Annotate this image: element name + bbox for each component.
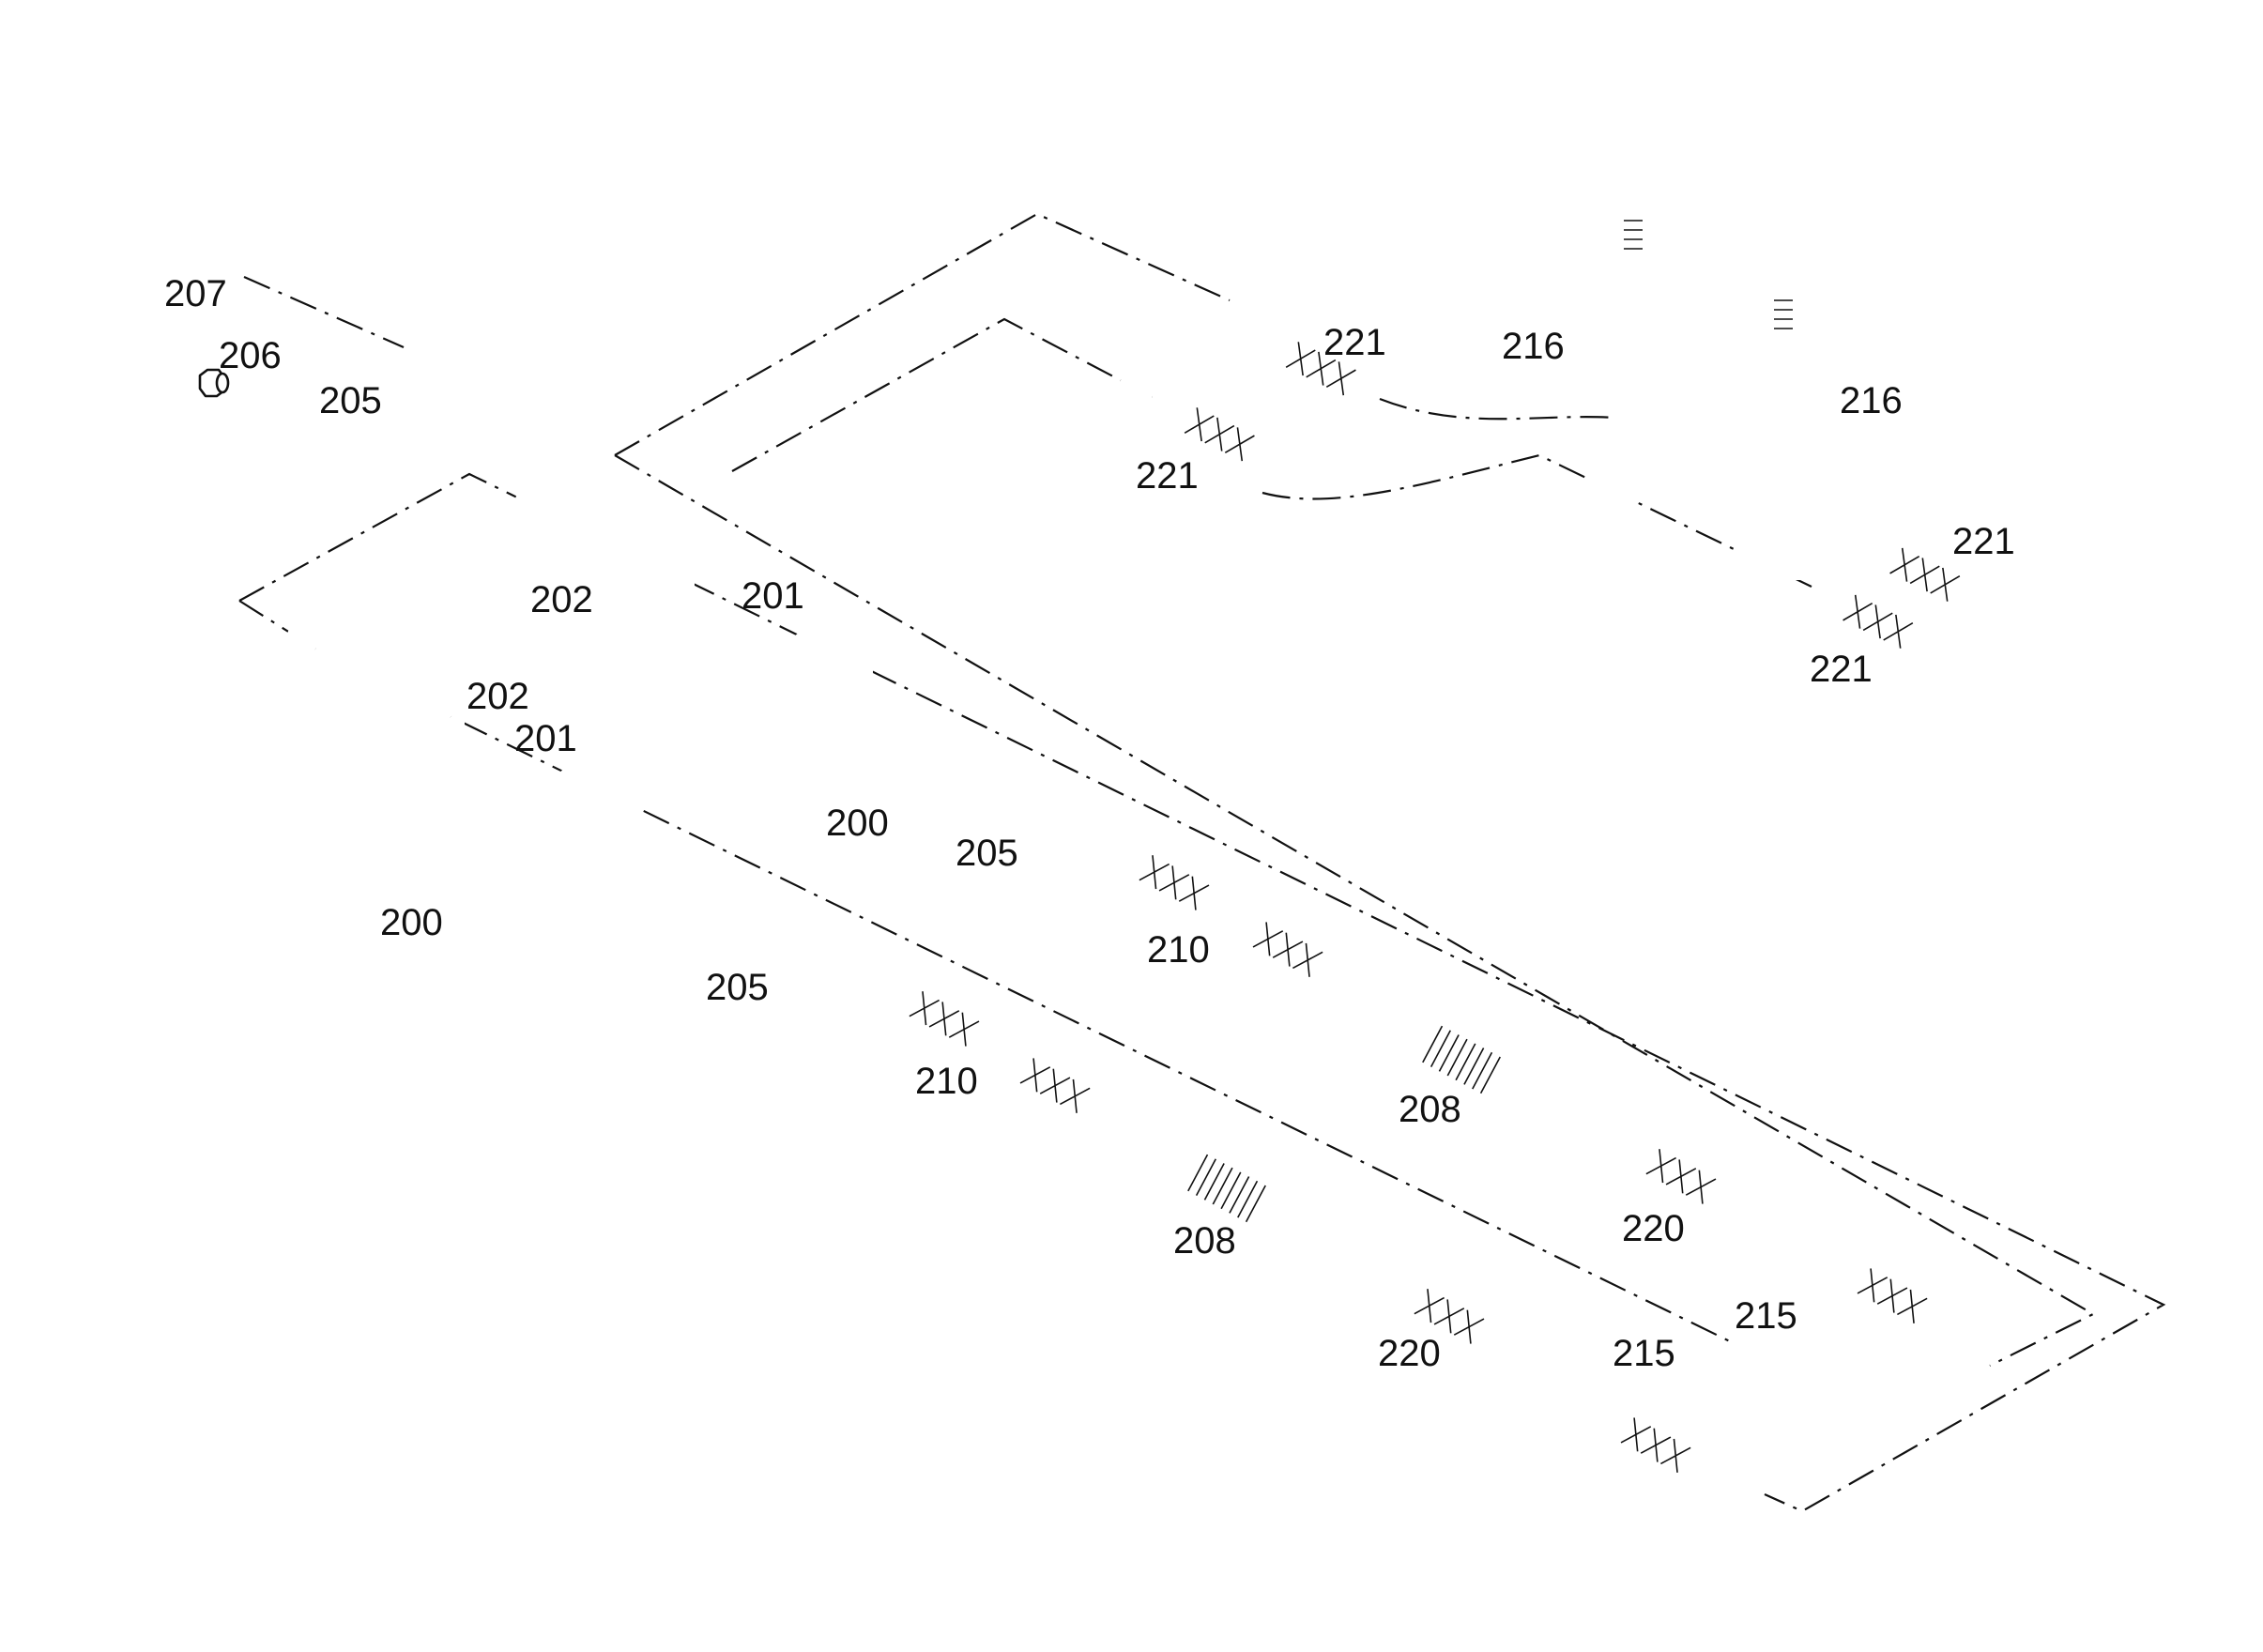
plug-206-part	[198, 368, 230, 398]
clamp-215-a-part	[1736, 1193, 1830, 1279]
label-210-upper: 210	[1147, 929, 1210, 971]
plate-200-d-part	[468, 852, 595, 913]
nut-208-b-part	[1301, 1211, 1353, 1275]
label-220-lower: 220	[1378, 1333, 1441, 1374]
label-205-top: 205	[319, 380, 382, 421]
clamp-202-upper-part	[601, 531, 695, 618]
label-215-upper: 215	[1735, 1295, 1797, 1337]
hose-210-c-part	[830, 938, 997, 1066]
label-208-lower: 208	[1173, 1220, 1236, 1262]
clamp-201-upper-part	[779, 625, 873, 711]
label-221-right-upper: 221	[1952, 521, 2015, 562]
clamp-215-b-part	[1497, 1338, 1591, 1425]
bolt-216-a-part	[1615, 143, 1651, 263]
label-220-upper: 220	[1622, 1208, 1685, 1249]
label-210-lower: 210	[915, 1061, 978, 1102]
label-205-low: 205	[706, 967, 769, 1008]
label-200-right: 200	[826, 803, 889, 844]
clamp-half-216-c-part	[1738, 432, 1832, 484]
clamp-half-216-a-part	[1586, 357, 1680, 409]
label-202-lower: 202	[466, 676, 529, 717]
bolt-216-b-part	[1766, 222, 1801, 343]
label-207: 207	[164, 273, 227, 314]
label-221-right-lower: 221	[1810, 649, 1873, 690]
plate-200-c-part	[359, 798, 484, 854]
label-206: 206	[219, 335, 282, 376]
plate-200-a-part	[619, 696, 746, 760]
hose-210-b-part	[1235, 902, 1402, 1031]
plate-200-b-part	[710, 749, 836, 810]
nut-207-part	[113, 311, 169, 371]
label-205-mid: 205	[956, 833, 1018, 874]
adapter-205-low-part	[739, 893, 841, 971]
cover-216-b-part	[1733, 351, 1838, 387]
label-216-right: 216	[1840, 380, 1903, 421]
fitting-lower-part	[643, 823, 764, 916]
label-201-upper: 201	[742, 575, 804, 617]
label-221-left: 221	[1136, 455, 1199, 497]
hose-210-a-part	[1060, 802, 1227, 930]
hose-220-d-part	[1603, 1398, 1770, 1526]
label-221-top: 221	[1323, 322, 1386, 363]
label-202-upper: 202	[530, 579, 593, 620]
adapter-205-mid-part	[969, 752, 1071, 831]
cover-216-a-part	[1583, 276, 1688, 312]
label-215-lower: 215	[1613, 1333, 1675, 1374]
clamp-201-lower-part	[544, 761, 638, 848]
hose-210-d-part	[1002, 1038, 1170, 1167]
clamp-202-lower-part	[371, 667, 465, 754]
clamp-half-216-d-part	[1738, 528, 1832, 580]
label-201-lower: 201	[514, 718, 577, 759]
label-208-upper: 208	[1399, 1089, 1461, 1130]
label-216-left: 216	[1502, 326, 1565, 367]
parts-group	[113, 143, 2041, 1526]
label-200-left: 200	[380, 902, 443, 943]
clamp-half-216-b-part	[1586, 450, 1680, 502]
hose-220-a-part	[1567, 1095, 1734, 1224]
hose-220-b-part	[1840, 1248, 2007, 1377]
callout-labels: 207 206 205 202 201 202 201 200 200 205 …	[164, 273, 2015, 1374]
